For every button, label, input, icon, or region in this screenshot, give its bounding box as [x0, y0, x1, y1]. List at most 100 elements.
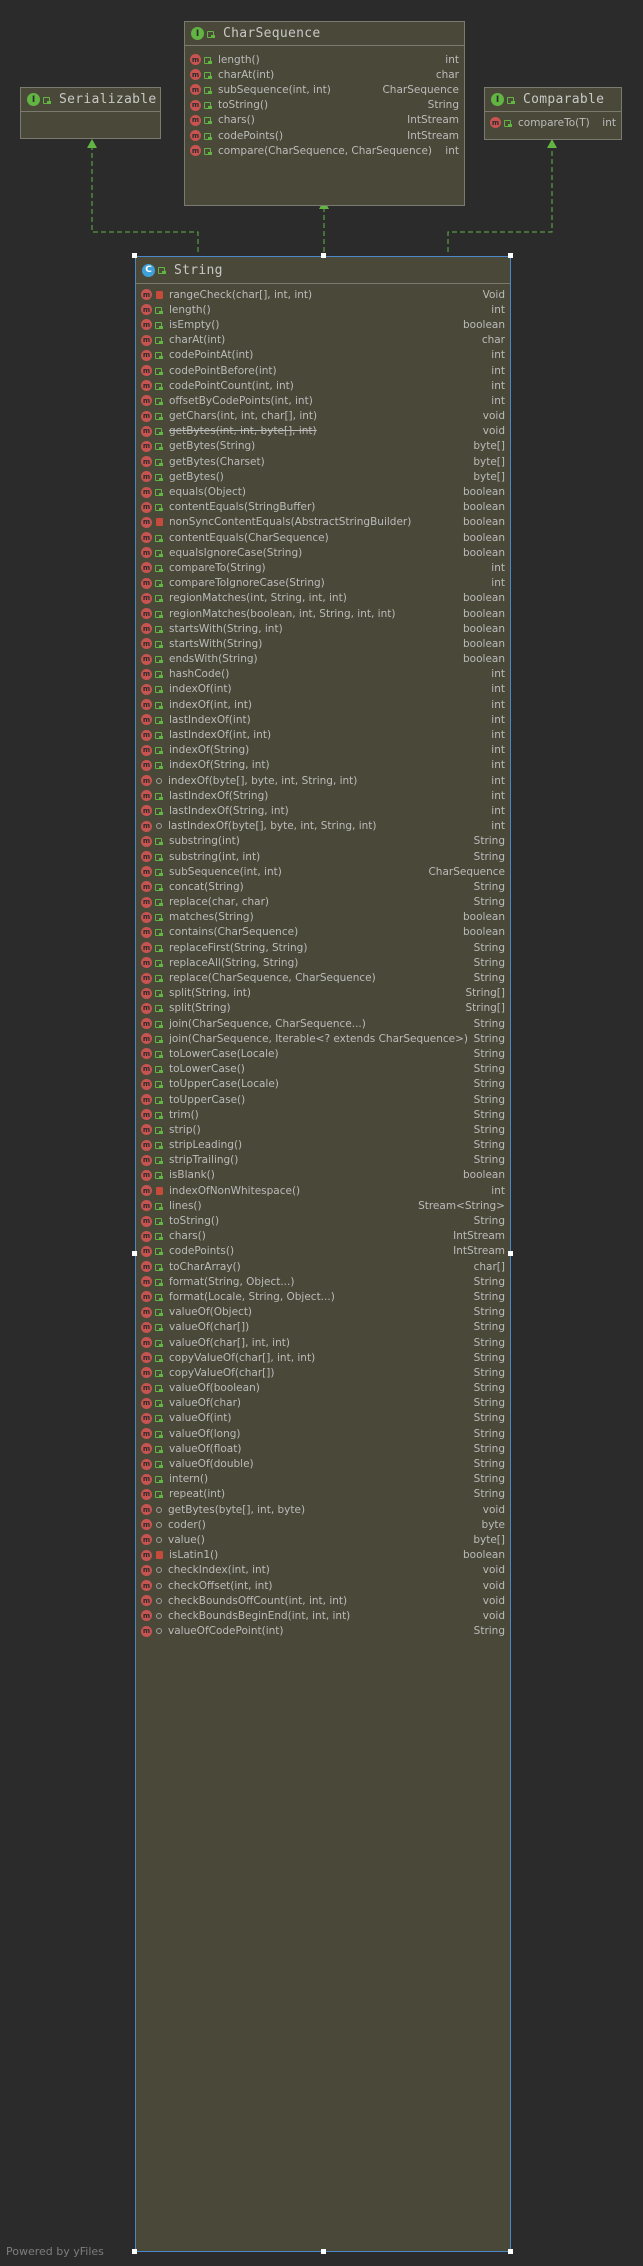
serializable-interface-node[interactable]: I Serializable [20, 87, 161, 139]
resize-handle-top-left[interactable] [132, 253, 137, 258]
resize-handle-middle-right[interactable] [508, 1251, 513, 1256]
resize-handle-middle-left[interactable] [132, 1251, 137, 1256]
resize-handle-bottom-left[interactable] [132, 2249, 137, 2254]
resize-handle-bottom-center[interactable] [321, 2249, 326, 2254]
resize-handle-top-right[interactable] [508, 253, 513, 258]
resize-handle-top-center[interactable] [321, 253, 326, 258]
